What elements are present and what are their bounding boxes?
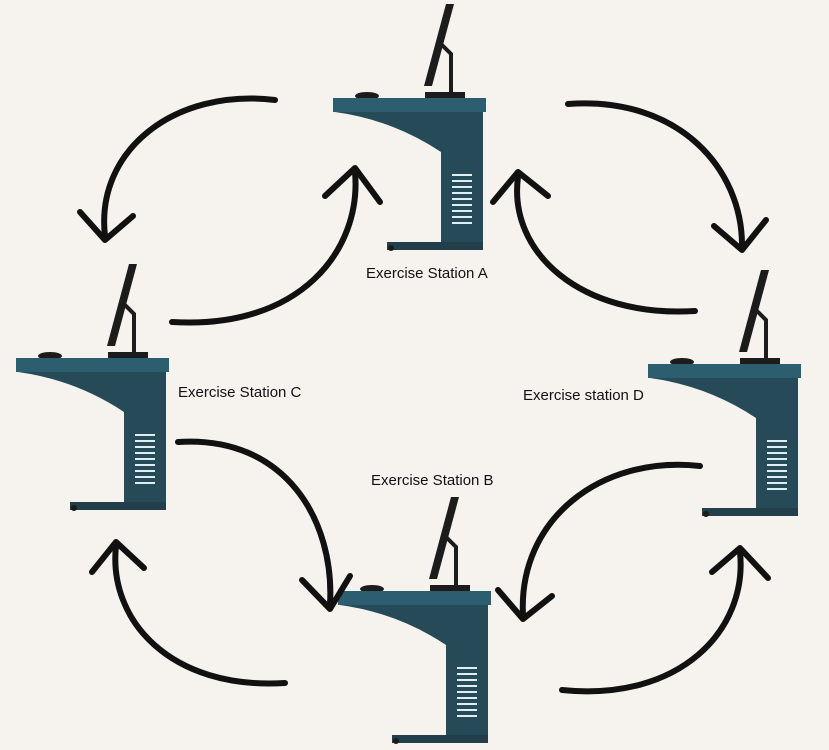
arrow-d-to-a-icon: [490, 169, 698, 315]
arrow-d-to-b-icon: [495, 461, 703, 622]
station-a-label: Exercise Station A: [366, 265, 488, 282]
arrow-b-to-c-icon: [89, 539, 288, 687]
station-c-desk-icon: [14, 262, 171, 513]
station-d-label: Exercise station D: [523, 387, 644, 404]
arrow-c-to-b-icon: [175, 438, 353, 612]
station-b-label: Exercise Station B: [371, 472, 494, 489]
arrow-b-to-d-icon: [559, 545, 771, 695]
arrow-a-to-d-icon: [565, 100, 769, 253]
arrow-a-to-c-icon: [77, 95, 278, 243]
station-a-desk-icon: [331, 2, 488, 253]
station-b-desk-icon: [336, 495, 493, 746]
station-d-desk-icon: [646, 268, 803, 519]
arrow-c-to-a-icon: [169, 165, 383, 326]
station-c-label: Exercise Station C: [178, 384, 302, 401]
